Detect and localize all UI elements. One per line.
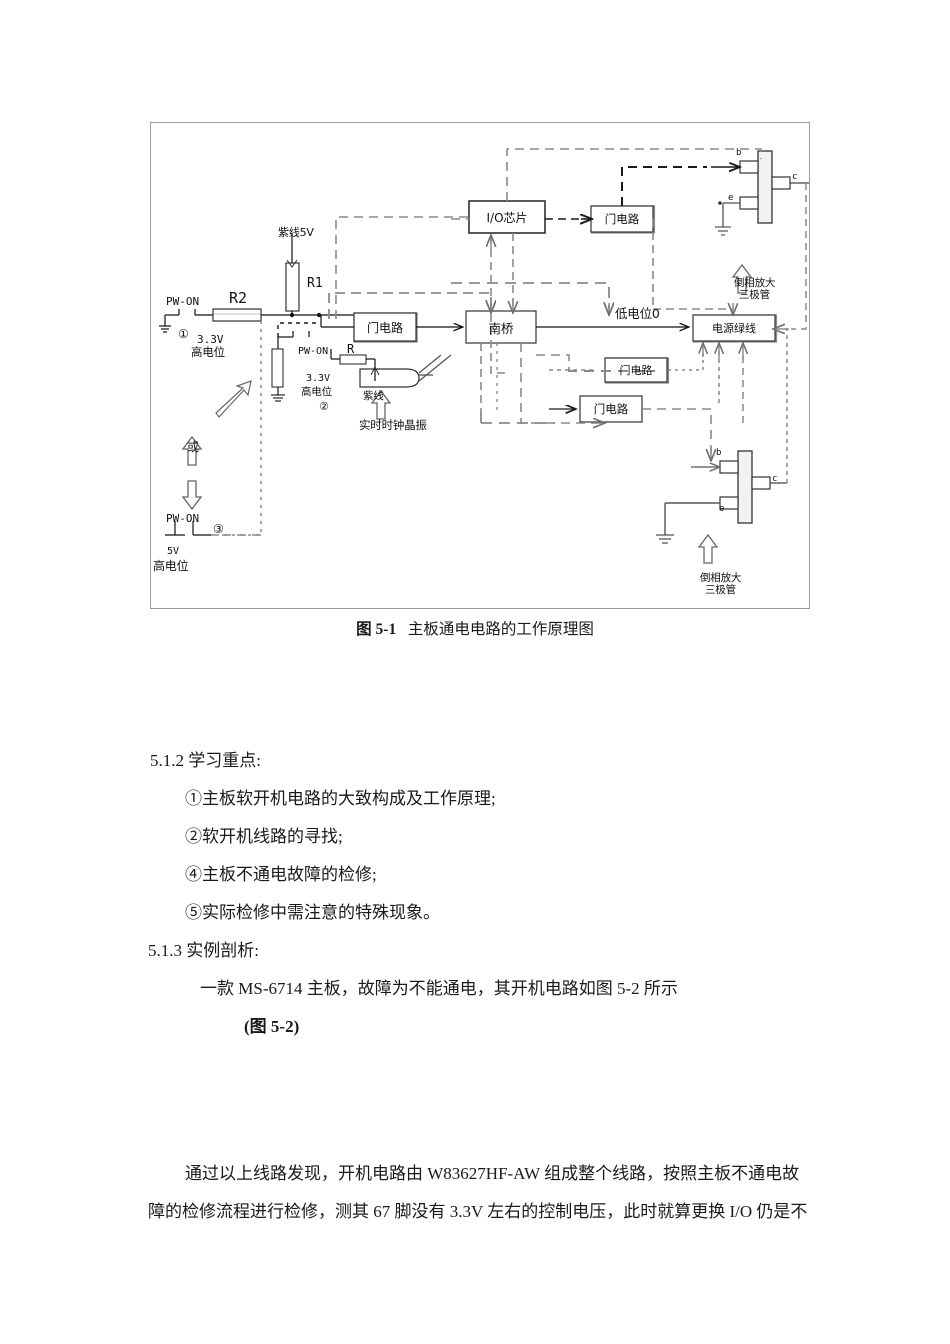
figure-5-1: I/O芯片 门电路 门电路 南桥 电源绿线 门电路 门电路 紫线5V R1 R2	[150, 122, 810, 609]
volt-33-2-text: 3.3V	[306, 373, 331, 384]
figure-caption-text: 主板通电电路的工作原理图	[407, 621, 594, 638]
circle-1-text: ①	[178, 327, 189, 341]
label-pw-on-1: PW-ON	[166, 296, 199, 307]
circle-2-text: ②	[319, 400, 329, 413]
label-circle-3: ③	[213, 523, 224, 535]
label-volt-33-1: 3.3V	[197, 334, 224, 345]
label-volt-5v: 5V	[167, 547, 179, 557]
label-high-level-1: 高电位	[191, 345, 225, 359]
trans-top-e-text: e	[728, 193, 734, 203]
high-level-1-text: 高电位	[191, 345, 225, 359]
inv-amp-top-text1: 倒相放大	[734, 277, 776, 289]
paragraph-line-2: 障的检修流程进行检修，测其 67 脚没有 3.3V 左右的控制电压，此时就算更换…	[148, 1202, 808, 1221]
southbridge-text: 南桥	[488, 320, 514, 336]
label-low-level-0: 低电位0	[615, 306, 660, 321]
label-volt-33-2: 3.3V	[306, 374, 330, 384]
trans-top-b-text: b	[736, 148, 742, 158]
inv-amp-top-text2: 三极管	[739, 289, 770, 301]
label-inv-amp-top-line2: 三极管	[739, 290, 770, 301]
box-io-chip-label: I/O芯片	[469, 201, 545, 233]
label-purple-5v: 紫线5V	[278, 227, 314, 238]
low-level-0-text: 低电位0	[615, 306, 660, 321]
label-purple-wire: 紫线	[363, 391, 384, 402]
paragraph-line-1: 通过以上线路发现，开机电路由 W83627HF-AW 组成整个线路，按照主板不通…	[185, 1164, 800, 1183]
or-text: 或	[187, 440, 199, 454]
inv-amp-bot-text2: 三极管	[705, 584, 736, 596]
volt-5v-text: 5V	[167, 546, 180, 557]
label-inv-amp-top-line1: 倒相放大	[734, 278, 775, 289]
label-trans-bot-c: c	[772, 475, 777, 484]
figure-canvas	[151, 123, 809, 608]
box-gate-low-label: 门电路	[580, 396, 642, 422]
trans-bot-c-text: c	[772, 474, 778, 484]
heading-5-1-3: 5.1.3 实例剖析:	[148, 941, 259, 960]
figure-caption-number: 图 5-1	[356, 621, 397, 638]
heading-5-1-2: 5.1.2 学习重点:	[150, 751, 261, 770]
volt-33-1-text: 3.3V	[197, 333, 224, 346]
trans-top-c-text: c	[792, 172, 798, 182]
box-power-green-label: 电源绿线	[693, 315, 775, 341]
label-or: 或	[187, 441, 199, 453]
label-r-small: R	[347, 343, 354, 355]
label-trans-top-e: e	[728, 194, 733, 203]
r-small-text: R	[347, 342, 355, 356]
gate-low-text: 门电路	[593, 402, 629, 416]
label-trans-top-c: c	[792, 173, 797, 182]
io-chip-text: I/O芯片	[486, 210, 528, 225]
case-analysis-body: 一款 MS-6714 主板，故障为不能通电，其开机电路如图 5-2 所示	[200, 979, 678, 998]
label-circle-1: ①	[178, 328, 189, 340]
pw-on-3-text: PW-ON	[166, 512, 200, 525]
list-item-2: ②软开机线路的寻找;	[185, 827, 343, 846]
box-gate-mid-label: 门电路	[605, 358, 667, 382]
high-level-3-text: 高电位	[153, 559, 189, 573]
figure-caption: 图 5-1 主板通电电路的工作原理图	[0, 617, 950, 639]
label-pw-on-3: PW-ON	[166, 513, 199, 524]
label-high-level-3: 高电位	[153, 559, 189, 573]
list-item-1: ①主板软开机电路的大致构成及工作原理;	[185, 789, 496, 808]
list-item-4: ④主板不通电故障的检修;	[185, 865, 377, 884]
label-rtc-crystal: 实时时钟晶振	[359, 418, 427, 432]
circle-3-text: ③	[213, 522, 224, 536]
label-trans-bot-e: e	[719, 505, 724, 514]
gate-left-text: 门电路	[366, 320, 403, 335]
purple-5v-text: 紫线5V	[278, 226, 314, 239]
label-pw-on-2: PW-ON	[298, 347, 328, 357]
gate-top-text: 门电路	[604, 212, 640, 226]
label-r1: R1	[307, 277, 323, 290]
box-southbridge-label: 南桥	[466, 311, 536, 343]
r2-text: R2	[229, 289, 248, 307]
purple-wire-text: 紫线	[363, 390, 384, 402]
rtc-crystal-text: 实时时钟晶振	[359, 418, 427, 432]
pw-on-2-text: PW-ON	[298, 346, 329, 357]
label-inv-amp-bot-line2: 三极管	[705, 585, 736, 596]
label-trans-top-b: b	[736, 149, 741, 158]
figure-5-2-reference: (图 5-2)	[244, 1017, 300, 1036]
circuit-schematic-svg	[159, 148, 809, 564]
label-high-level-2: 高电位	[301, 387, 332, 398]
list-item-5: ⑤实际检修中需注意的特殊现象。	[185, 903, 440, 922]
r1-text: R1	[307, 276, 323, 291]
label-inv-amp-bot-line1: 倒相放大	[700, 573, 741, 584]
label-trans-bot-b: b	[716, 449, 721, 458]
inv-amp-bot-text1: 倒相放大	[700, 572, 742, 584]
gate-mid-text: 门电路	[619, 364, 653, 377]
label-r2: R2	[229, 291, 247, 306]
pw-on-1-text: PW-ON	[166, 295, 200, 308]
box-gate-top-label: 门电路	[591, 206, 653, 232]
box-gate-left-label: 门电路	[354, 313, 416, 341]
label-circle-2: ②	[319, 401, 329, 412]
trans-bot-e-text: e	[719, 504, 725, 514]
power-green-text: 电源绿线	[712, 322, 756, 335]
trans-bot-b-text: b	[716, 448, 722, 458]
high-level-2-text: 高电位	[301, 386, 332, 398]
